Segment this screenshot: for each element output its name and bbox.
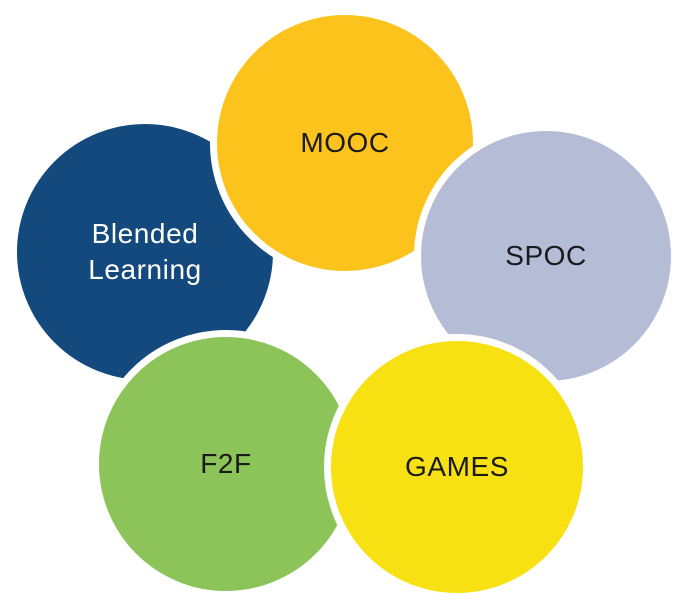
circle-label-blended-learning: Blended Learning xyxy=(88,218,202,285)
circle-label-spoc: SPOC xyxy=(505,240,587,272)
circle-label-games: GAMES xyxy=(405,451,509,483)
circle-label-f2f: F2F xyxy=(200,448,252,480)
circle-f2f: F2F xyxy=(92,330,360,598)
circle-games: GAMES xyxy=(324,334,590,600)
circle-label-mooc: MOOC xyxy=(300,127,390,159)
